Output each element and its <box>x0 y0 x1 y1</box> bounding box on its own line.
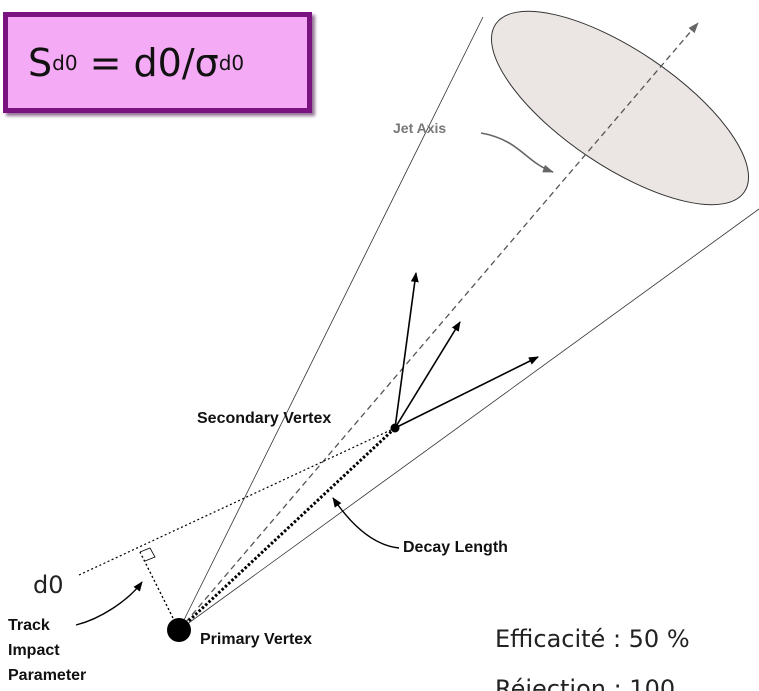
primary-vertex-dot <box>167 618 191 642</box>
decay-track-2 <box>394 321 461 429</box>
cone-cap <box>490 10 750 206</box>
rejection-text: Réjection : 100 <box>495 675 676 691</box>
right-angle-marker <box>139 547 156 562</box>
primary-vertex-label: Primary Vertex <box>200 631 313 648</box>
formula-equals: = d0/σ <box>77 40 219 85</box>
cone-edge-lower <box>178 208 759 631</box>
decay-track-3 <box>394 356 539 429</box>
decay-length-line <box>177 427 396 632</box>
decay-length-label: Decay Length <box>403 539 508 556</box>
track-label: Track <box>8 617 50 634</box>
decay-track-1 <box>394 272 419 429</box>
jet-axis-label: Jet Axis <box>393 120 447 136</box>
jet-axis-line <box>178 22 699 631</box>
secondary-vertex-label: Secondary Vertex <box>197 410 332 427</box>
decay-length-pointer <box>332 497 400 549</box>
formula-symbol-subscript: d0 <box>52 50 78 75</box>
impact-label: Impact <box>8 642 60 659</box>
secondary-vertex-dot <box>390 423 400 433</box>
impact-parameter-line <box>139 551 180 631</box>
formula-sigma-subscript: d0 <box>218 50 245 75</box>
formula-symbol: S <box>28 40 53 85</box>
track-extension <box>78 427 396 576</box>
parameter-label: Parameter <box>8 667 87 684</box>
cone-edge-upper <box>178 16 484 631</box>
jet-axis-pointer <box>480 132 554 173</box>
d0-pointer <box>75 581 143 626</box>
d0-label: d0 <box>33 571 64 599</box>
efficiency-text: Efficacité : 50 % <box>495 625 690 653</box>
